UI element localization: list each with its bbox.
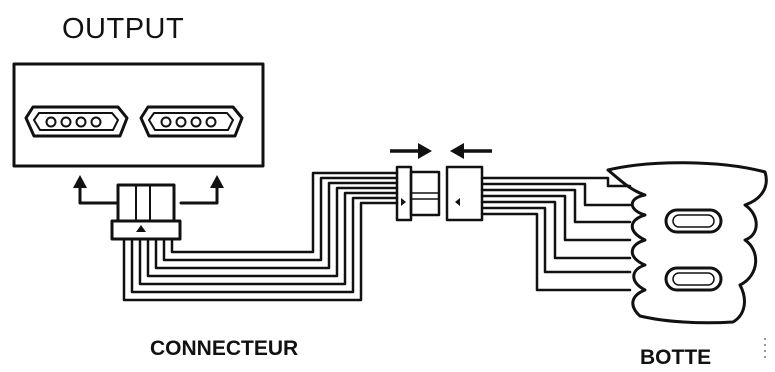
output-port-left — [24, 105, 129, 138]
boot-heater — [606, 161, 768, 325]
connecteur-label: CONNECTEUR — [150, 337, 299, 360]
up-arrow-icon — [73, 175, 119, 205]
inline-connector-female — [445, 165, 484, 222]
up-arrow-icon — [179, 175, 224, 205]
right-arrow-icon — [390, 143, 432, 159]
wire-bundle-main — [122, 171, 399, 302]
output-unit — [12, 62, 265, 168]
connector-plug — [110, 183, 182, 241]
inline-connector-male — [395, 165, 441, 222]
output-label: OUTPUT — [62, 13, 185, 45]
wire-bundle-boot — [480, 176, 632, 292]
left-arrow-icon — [450, 143, 492, 159]
botte-label: BOTTE — [640, 346, 712, 369]
output-port-right — [139, 105, 244, 138]
